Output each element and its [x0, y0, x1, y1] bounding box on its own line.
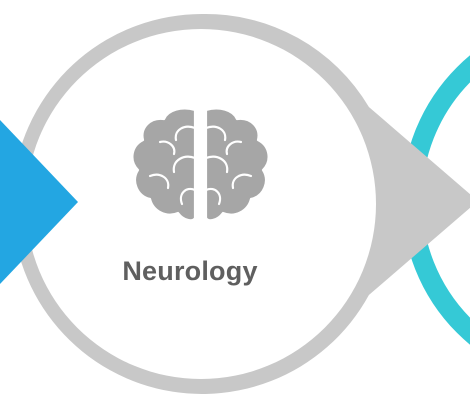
stage-ring-inner — [26, 29, 376, 379]
previous-stage-arrow — [0, 120, 78, 284]
stage-label: Neurology — [122, 256, 258, 286]
brain-icon — [131, 107, 270, 222]
